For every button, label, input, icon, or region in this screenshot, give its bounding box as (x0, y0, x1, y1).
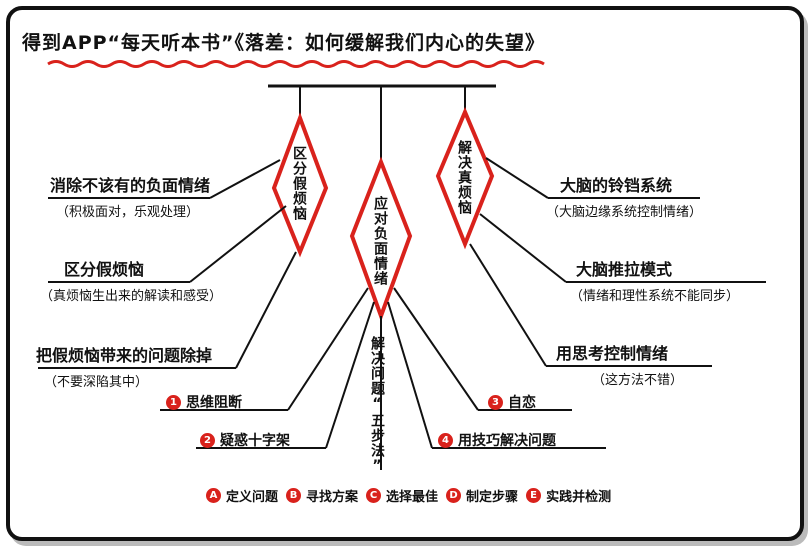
left-branch-3-main: 把假烦恼带来的问题除掉 (36, 346, 213, 365)
diamond-left-label: 区分假烦恼 (291, 146, 307, 221)
right-branch-3-sub: （这方法不错） (592, 373, 684, 388)
left-branch-3-sub: （不要深陷其中） (44, 375, 149, 390)
right-branch-1-main: 大脑的铃铛系统 (560, 176, 673, 195)
left-branch-2-sub: （真烦恼生出来的解读和感受） (40, 289, 223, 304)
step-b-label: 寻找方案 (306, 490, 359, 505)
step-d-label: 制定步骤 (466, 490, 519, 505)
five-steps-title: 解决问题“五步法” (369, 336, 385, 475)
left-branch-1-main: 消除不该有的负面情绪 (50, 176, 211, 195)
center-item-1: 1 思维阻断 (166, 392, 242, 412)
diamond-right-label: 解决真烦恼 (456, 140, 472, 215)
page-title: 得到APP“每天听本书”《落差：如何缓解我们内心的失望》 (22, 32, 546, 54)
step-a-label: 定义问题 (226, 490, 279, 505)
step-b-icon: B (286, 488, 302, 503)
center-item-1-label: 思维阻断 (186, 395, 242, 411)
center-item-2: 2 疑惑十字架 (200, 430, 290, 450)
center-item-2-label: 疑惑十字架 (220, 433, 290, 449)
center-item-4-label: 用技巧解决问题 (458, 433, 556, 449)
card-frame (6, 6, 804, 541)
center-item-4: 4 用技巧解决问题 (438, 430, 556, 450)
title-underline (47, 60, 545, 68)
diamond-right-shape (435, 106, 495, 250)
right-branch-2-main: 大脑推拉模式 (576, 260, 673, 279)
five-steps-row: A 定义问题 B 寻找方案 C 选择最佳 D 制定步骤 E 实践并检测 (206, 486, 611, 505)
right-branch-3-main: 用思考控制情绪 (556, 344, 669, 363)
step-c-icon: C (366, 488, 382, 503)
badge-2-icon: 2 (200, 432, 215, 448)
step-d-icon: D (446, 488, 462, 503)
left-branch-2-main: 区分假烦恼 (64, 260, 145, 279)
badge-4-icon: 4 (438, 432, 453, 448)
diamond-center-label: 应对负面情绪 (372, 196, 388, 286)
center-item-3-label: 自恋 (508, 395, 536, 411)
right-branch-1-sub: （大脑边缘系统控制情绪） (546, 205, 703, 220)
step-a-icon: A (206, 488, 221, 503)
right-branch-2-sub: （情绪和理性系统不能同步） (570, 289, 740, 304)
badge-1-icon: 1 (166, 394, 181, 410)
badge-3-icon: 3 (488, 394, 503, 410)
center-item-3: 3 自恋 (488, 392, 536, 412)
diamond-left-shape (271, 112, 329, 258)
step-c-label: 选择最佳 (386, 490, 439, 505)
left-branch-1-sub: （积极面对，乐观处理） (56, 205, 200, 220)
step-e-icon: E (526, 488, 542, 503)
step-e-label: 实践并检测 (546, 490, 612, 505)
